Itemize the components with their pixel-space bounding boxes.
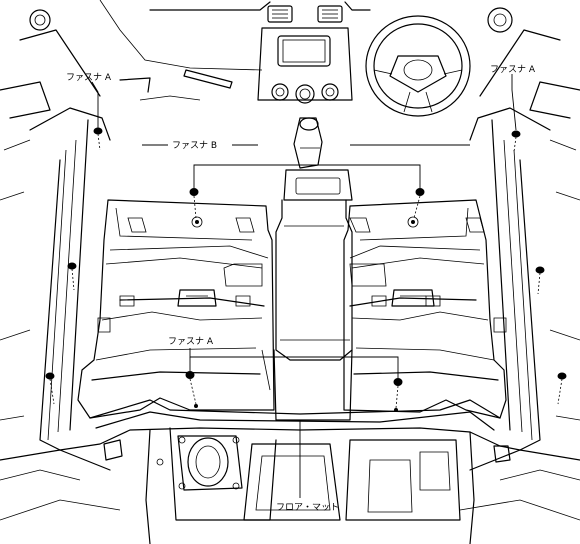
left-body-side [0,29,151,481]
dashboard [99,0,371,104]
label-fastener-a-top-left: ファスナ A [66,72,112,83]
fastener-a-left-2 [67,262,77,291]
fastener-b-left [189,188,203,228]
center-console [273,117,353,421]
label-floor-mat: フロア・マット [276,503,339,513]
leader-lines [91,74,517,498]
fastener-a-left-3 [45,372,55,405]
fastener-b-right [407,188,425,228]
steering-wheel [29,7,513,117]
right-body-side [469,29,580,481]
label-fastener-a-center: ファスナ A [168,336,214,347]
label-fastener-b: ファスナ B [172,140,217,151]
fastener-a-right-1 [511,130,521,153]
rear-floor [0,427,580,544]
fastener-a-center-right [393,378,403,412]
fastener-a-right-3 [557,372,567,405]
fastener-a-center-left [185,371,198,408]
fastener-a-left-1 [93,127,103,151]
floor-mat [77,199,507,431]
label-fastener-a-top-right: ファスナ A [490,64,536,75]
fastener-a-right-2 [535,266,545,295]
